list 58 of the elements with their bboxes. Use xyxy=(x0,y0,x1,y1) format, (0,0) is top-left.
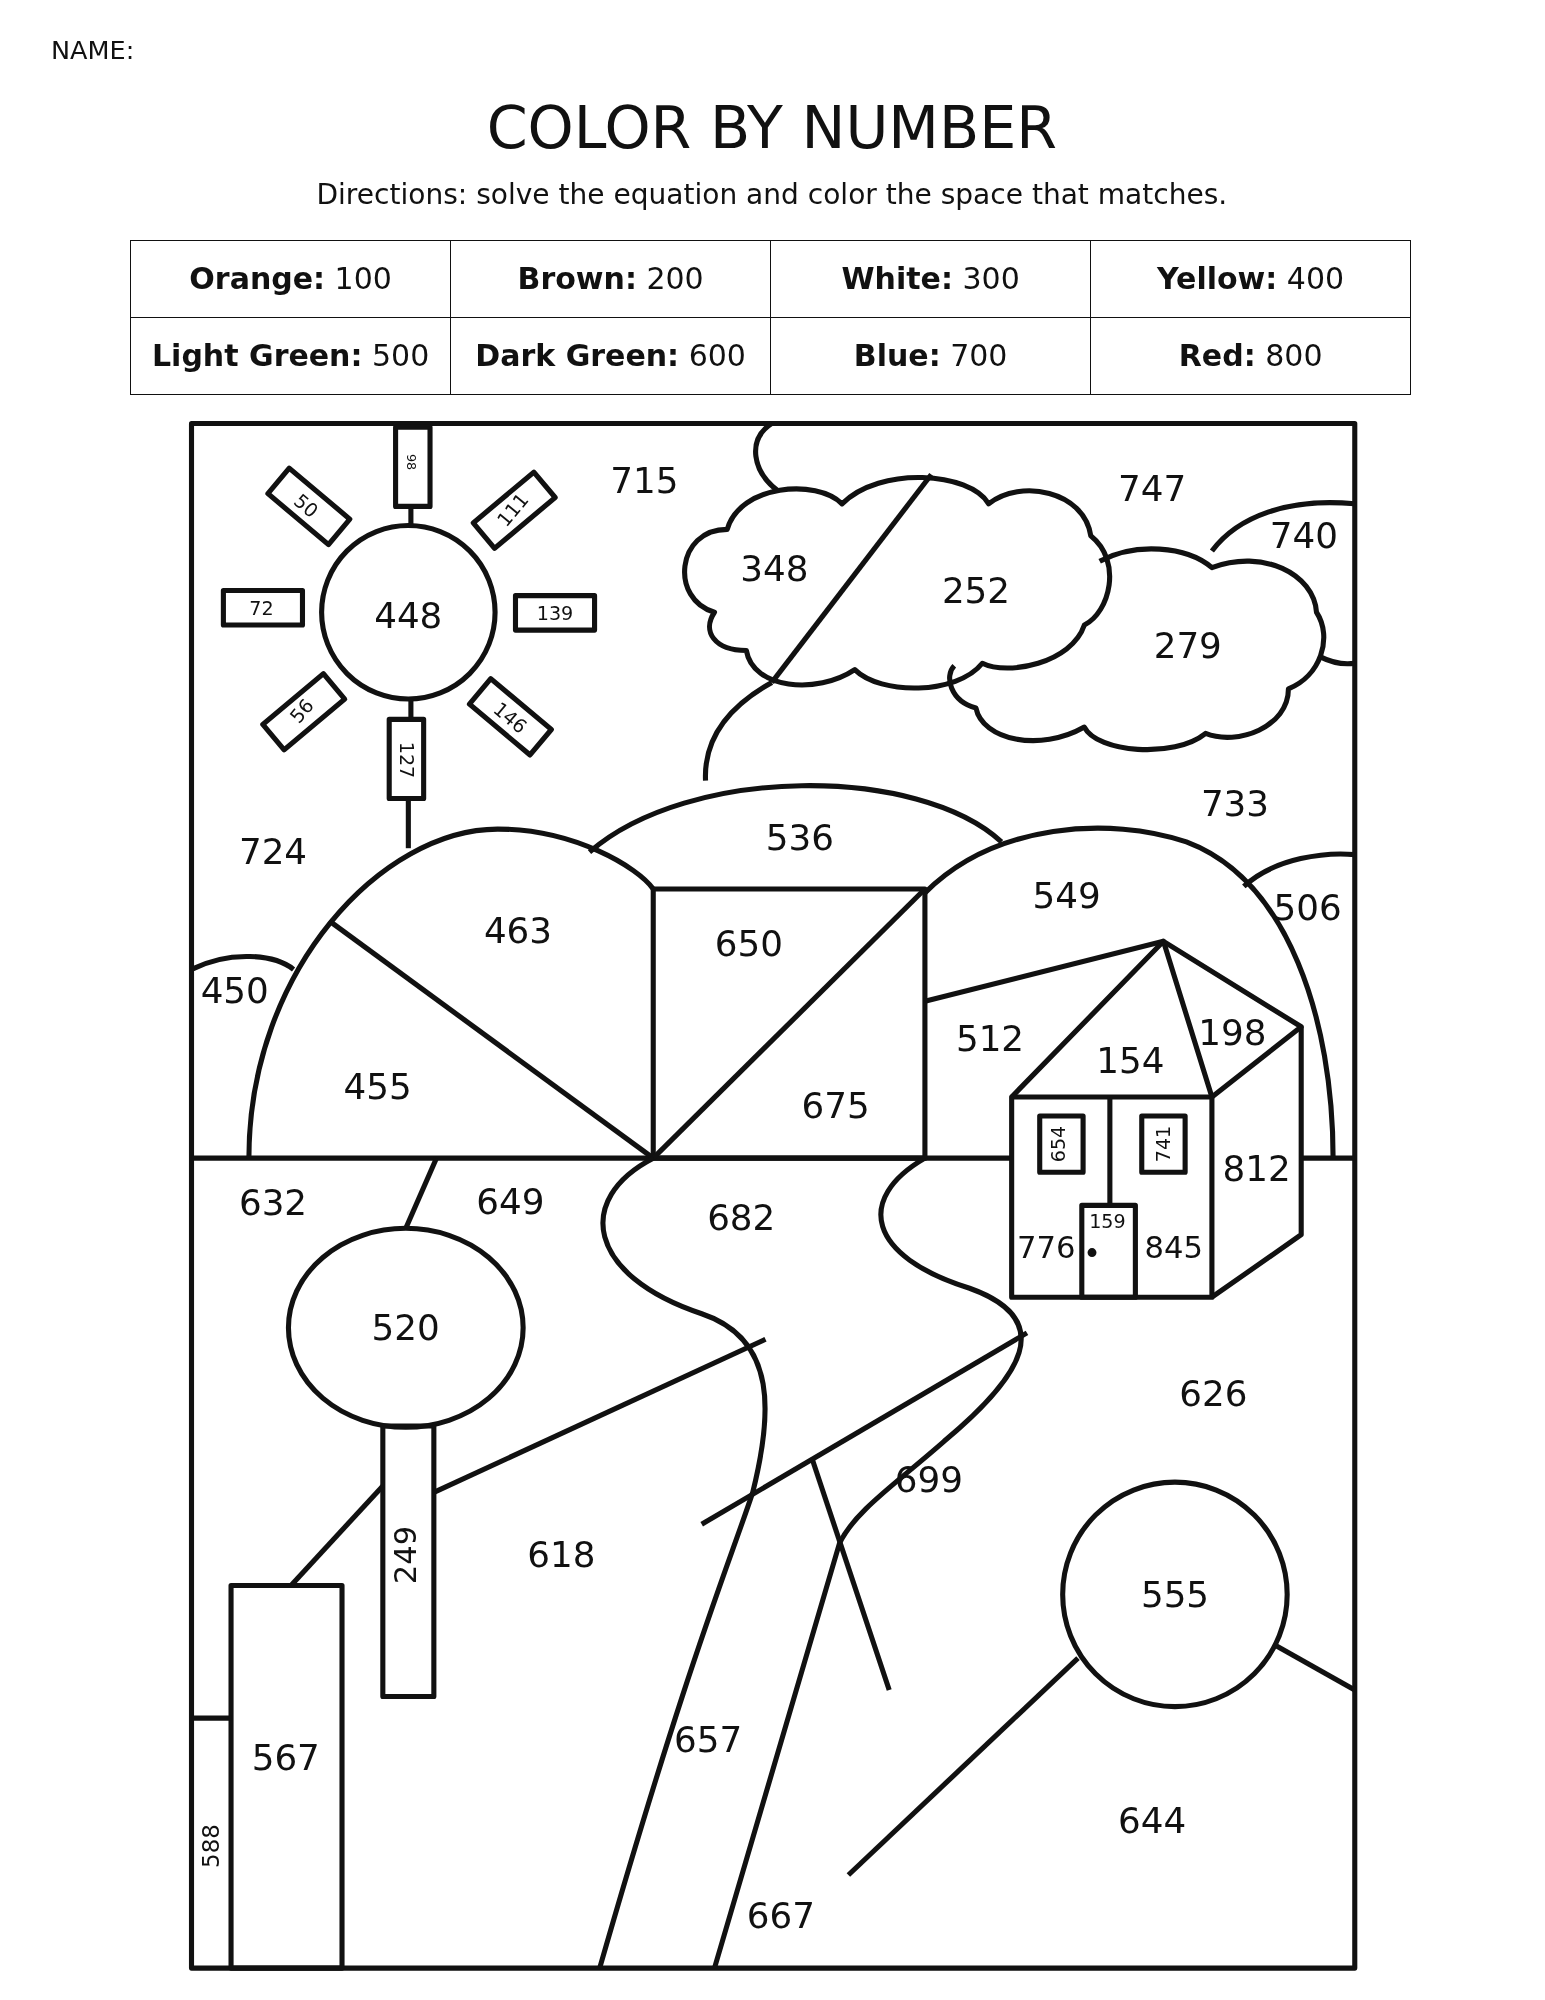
region-number: 650 xyxy=(714,926,783,962)
directions-text: Directions: solve the equation and color the space that matches. xyxy=(316,181,1228,210)
region-number: 715 xyxy=(610,463,679,499)
color-key-cell: Yellow: 400 xyxy=(1090,240,1411,318)
region-number: 632 xyxy=(238,1185,308,1221)
region-number: 56 xyxy=(287,695,318,727)
region-number: 506 xyxy=(1273,890,1342,927)
region-number: 455 xyxy=(343,1069,412,1105)
region-number: 50 xyxy=(290,491,322,522)
region-number: 279 xyxy=(1153,627,1222,664)
color-key-cell: Brown: 200 xyxy=(450,240,771,318)
region-number: 252 xyxy=(941,572,1011,609)
region-number: 657 xyxy=(673,1722,743,1759)
region-number: 740 xyxy=(1269,517,1338,554)
region-number: 448 xyxy=(374,598,443,635)
region-number: 649 xyxy=(476,1183,545,1220)
region-number: 741 xyxy=(1153,1126,1174,1163)
color-key-cell: Light Green: 500 xyxy=(130,317,451,395)
region-number: 146 xyxy=(490,699,531,738)
region-number: 139 xyxy=(536,604,574,624)
region-number: 667 xyxy=(746,1898,815,1935)
region-number: 626 xyxy=(1179,1376,1248,1413)
color-key-cell: Orange: 100 xyxy=(130,240,451,318)
color-key-cell: Blue: 700 xyxy=(770,317,1091,395)
title: COLOR BY NUMBER xyxy=(486,98,1058,157)
region-number: 812 xyxy=(1222,1150,1291,1187)
region-number: 567 xyxy=(251,1740,320,1776)
region-number: 154 xyxy=(1096,1043,1165,1080)
region-number: 127 xyxy=(396,742,416,779)
region-number: 675 xyxy=(801,1088,870,1124)
region-number: 348 xyxy=(740,551,809,587)
color-key-cell: Dark Green: 600 xyxy=(450,317,771,395)
region-number: 644 xyxy=(1117,1802,1187,1839)
region-number: 72 xyxy=(249,599,274,619)
region-number: 198 xyxy=(1198,1015,1267,1052)
region-number: 618 xyxy=(527,1537,596,1574)
region-number: 111 xyxy=(493,490,532,531)
region-number: 549 xyxy=(1032,877,1101,914)
name-label: NAME: xyxy=(51,38,135,64)
region-number: 98 xyxy=(404,453,418,470)
region-number: 555 xyxy=(1140,1576,1210,1613)
region-number: 776 xyxy=(1016,1232,1076,1264)
region-number: 536 xyxy=(765,820,834,857)
region-number: 512 xyxy=(955,1020,1025,1057)
region-number: 159 xyxy=(1089,1212,1126,1232)
region-number: 450 xyxy=(200,973,269,1010)
region-number: 747 xyxy=(1117,470,1187,507)
region-number: 733 xyxy=(1200,785,1270,822)
region-number: 724 xyxy=(238,834,308,871)
region-number: 845 xyxy=(1144,1232,1203,1264)
region-number: 682 xyxy=(707,1200,776,1237)
region-number: 588 xyxy=(199,1824,222,1868)
region-number: 520 xyxy=(371,1310,440,1346)
color-key-cell: White: 300 xyxy=(770,240,1091,318)
color-key-cell: Red: 800 xyxy=(1090,317,1411,395)
region-number: 249 xyxy=(390,1526,421,1585)
region-number: 463 xyxy=(483,913,553,950)
region-number: 654 xyxy=(1049,1126,1069,1163)
